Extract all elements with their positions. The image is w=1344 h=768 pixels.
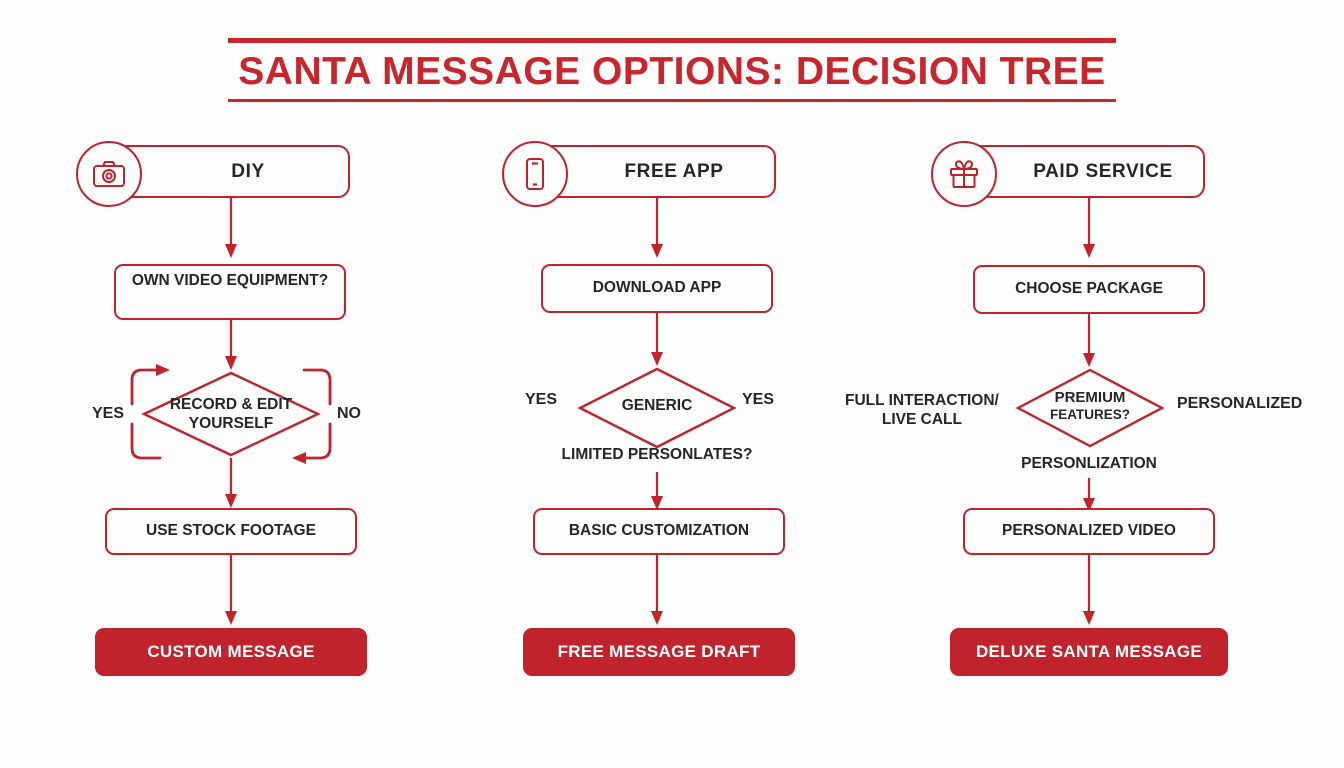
decision-hook-left-diy [126, 358, 174, 470]
connector-paid-service-action-result [1079, 555, 1099, 627]
column-header-diy-label: DIY [231, 160, 265, 182]
connector-diy-header-step [221, 198, 241, 260]
connector-free-app-header-step [647, 198, 667, 260]
connector-paid-service-step-decision [1079, 314, 1099, 369]
decision-below-label-free-app: LIMITED PERSONLATES? [561, 446, 753, 463]
action-box-free-app-label: BASIC CUSTOMIZATION [568, 522, 750, 540]
step-box-paid-service-label: CHOOSE PACKAGE [1015, 280, 1163, 298]
connector-free-app-decision-action [647, 472, 667, 512]
result-box-paid-service-label: DELUXE SANTA MESSAGE [975, 642, 1203, 661]
decision-diamond-free-app[interactable]: GENERIC [577, 366, 737, 450]
result-box-free-app-label: FREE MESSAGE DRAFT [557, 642, 761, 661]
column-header-free-app[interactable]: FREE APP [538, 145, 776, 198]
connector-diy-step-decision [221, 320, 241, 372]
decision-label-left-paid-service-line2: LIVE CALL [881, 411, 962, 429]
action-box-free-app[interactable]: BASIC CUSTOMIZATION [533, 508, 785, 555]
decision-label-left-diy: YES [92, 405, 125, 422]
step-box-diy-label: OWN VIDEO EQUIPMENT? [131, 272, 329, 289]
connector-diy-action-result [221, 555, 241, 627]
title-block: SANTA MESSAGE OPTIONS: DECISION TREE [228, 38, 1116, 103]
column-header-free-app-label: FREE APP [624, 160, 724, 182]
step-box-diy[interactable] [114, 264, 346, 320]
step-box-free-app-label: DOWNLOAD APP [592, 279, 722, 297]
decision-label-left-paid-service-line1: FULL INTERACTION/ [845, 392, 999, 409]
decision-label-right-free-app: YES [742, 391, 775, 408]
column-header-paid-service[interactable]: PAID SERVICE [967, 145, 1205, 198]
decision-label-right-diy: NO [337, 405, 361, 422]
decision-diamond-paid-service[interactable]: PREMIUM FEATURES? [1015, 367, 1165, 449]
result-box-diy[interactable]: CUSTOM MESSAGE [95, 628, 367, 676]
decision-label-right-paid-service: PERSONALIZED [1177, 395, 1303, 412]
action-box-paid-service-label: PERSONALIZED VIDEO [1002, 522, 1176, 540]
step-box-free-app[interactable]: DOWNLOAD APP [541, 264, 773, 313]
step-box-paid-service[interactable]: CHOOSE PACKAGE [973, 265, 1205, 314]
connector-free-app-step-decision [647, 313, 667, 368]
decision-below-label-paid-service: PERSONLIZATION [1021, 455, 1157, 472]
column-header-paid-service-label: PAID SERVICE [1033, 160, 1173, 182]
action-box-diy[interactable]: USE STOCK FOOTAGE [105, 508, 357, 555]
connector-free-app-action-result [647, 555, 667, 627]
title-rule-top [228, 38, 1116, 43]
result-box-free-app[interactable]: FREE MESSAGE DRAFT [523, 628, 795, 676]
page-title: SANTA MESSAGE OPTIONS: DECISION TREE [238, 50, 1106, 93]
title-rule-bottom [228, 99, 1116, 103]
connector-paid-service-decision-action [1079, 478, 1099, 514]
result-box-diy-label: CUSTOM MESSAGE [147, 642, 315, 661]
gift-icon [931, 141, 997, 207]
connector-paid-service-header-step [1079, 198, 1099, 260]
column-header-diy[interactable]: DIY [112, 145, 350, 198]
action-box-diy-label: USE STOCK FOOTAGE [146, 522, 316, 540]
decision-hook-right-diy [288, 358, 336, 470]
decision-label-left-paid-service: FULL INTERACTION/ LIVE CALL [845, 391, 999, 430]
camera-icon [76, 141, 142, 207]
result-box-paid-service[interactable]: DELUXE SANTA MESSAGE [950, 628, 1228, 676]
decision-label-left-free-app: YES [525, 391, 558, 408]
action-box-paid-service[interactable]: PERSONALIZED VIDEO [963, 508, 1215, 555]
smartphone-icon [502, 141, 568, 207]
connector-diy-decision-action [221, 458, 241, 510]
